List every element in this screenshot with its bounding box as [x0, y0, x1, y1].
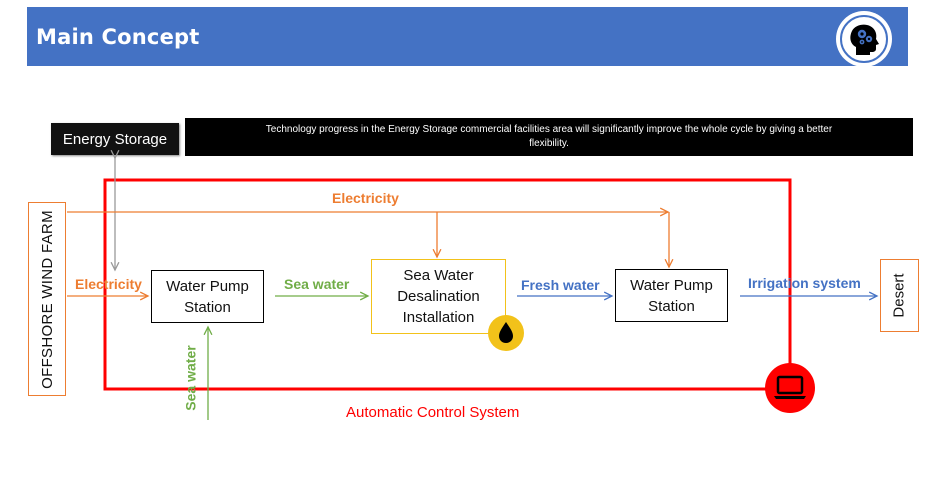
irrigation-label: Irrigation system [748, 275, 861, 291]
laptop-icon [765, 363, 815, 413]
sea-water-label: Sea water [284, 276, 350, 292]
sea-water-vertical-label: Sea water [182, 345, 199, 411]
info-banner: Technology progress in the Energy Storag… [185, 118, 913, 156]
desert-box: Desert [880, 259, 919, 332]
header-bar: Main Concept [27, 7, 908, 66]
fresh-water-label: Fresh water [521, 277, 600, 293]
electricity-left-label: Electricity [75, 276, 142, 292]
electricity-top-label: Electricity [332, 190, 399, 206]
oil-drop-icon [488, 315, 524, 351]
control-system-label: Automatic Control System [346, 404, 520, 421]
head-gears-icon [836, 11, 892, 67]
water-pump-station-1: Water Pump Station [151, 270, 264, 323]
control-system-frame [103, 178, 792, 391]
page-title: Main Concept [36, 25, 200, 49]
water-pump-station-2: Water Pump Station [615, 269, 728, 322]
desalination-box: Sea Water Desalination Installation [371, 259, 506, 334]
wind-farm-box: OFFSHORE WIND FARM [28, 202, 66, 396]
energy-storage-box: Energy Storage [51, 123, 179, 155]
